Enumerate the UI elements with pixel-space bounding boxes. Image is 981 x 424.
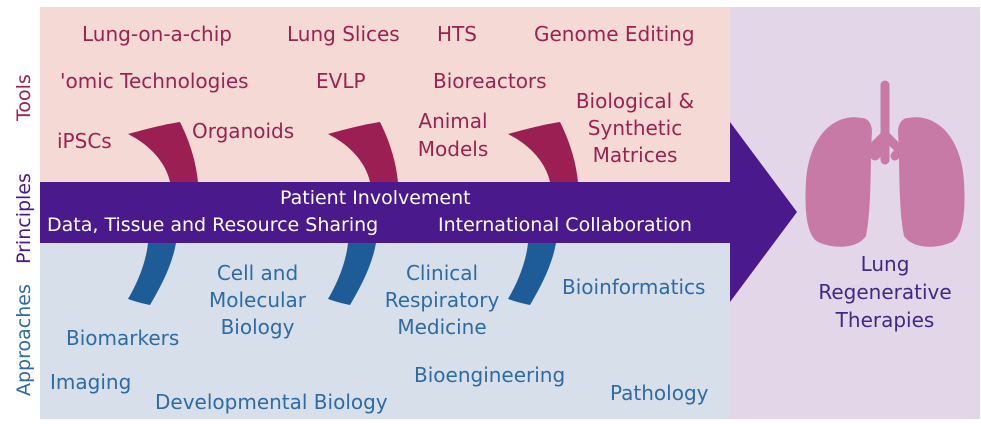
tool-omic-technologies: 'omic Technologies	[60, 69, 249, 93]
tool-ipscs: iPSCs	[57, 129, 112, 153]
tool-animal-models: Animal Models	[417, 109, 489, 161]
tool-bioreactors: Bioreactors	[433, 69, 547, 93]
principle-patient-involvement: Patient Involvement	[280, 187, 471, 209]
principles-arrow	[40, 122, 797, 302]
approach-cell-molecular-biology: Cell and Molecular Biology	[208, 261, 307, 339]
principle-data-sharing: Data, Tissue and Resource Sharing	[47, 214, 379, 236]
approach-imaging: Imaging	[50, 370, 132, 394]
tool-organoids: Organoids	[192, 119, 295, 143]
outcome-lung-regenerative-therapies: Lung Regenerative Therapies	[818, 252, 952, 332]
approach-developmental-biology: Developmental Biology	[155, 390, 388, 414]
tool-hts: HTS	[437, 22, 477, 46]
tool-lung-slices: Lung Slices	[287, 22, 400, 46]
approach-funnel-1	[128, 243, 176, 305]
side-label-tools: Tools	[13, 74, 35, 121]
approach-funnel-2	[328, 243, 376, 305]
tool-funnel-1	[128, 122, 198, 182]
tool-genome-editing: Genome Editing	[534, 22, 695, 46]
tool-lung-on-a-chip: Lung-on-a-chip	[82, 22, 232, 46]
side-label-principles: Principles	[13, 173, 35, 264]
approach-funnel-3	[508, 243, 556, 305]
principle-international-collaboration: International Collaboration	[438, 214, 692, 236]
tool-biological-synthetic-matrices: Biological & Synthetic Matrices	[575, 89, 695, 167]
approach-clinical-respiratory-medicine: Clinical Respiratory Medicine	[384, 261, 500, 339]
tool-funnel-3	[508, 122, 578, 182]
tool-funnel-2	[328, 122, 398, 182]
approach-biomarkers: Biomarkers	[66, 326, 180, 350]
approach-pathology: Pathology	[610, 381, 709, 405]
side-label-approaches: Approaches	[13, 284, 35, 396]
lung-icon	[805, 80, 965, 247]
tool-evlp: EVLP	[316, 69, 366, 93]
approach-bioengineering: Bioengineering	[414, 363, 566, 387]
approach-bioinformatics: Bioinformatics	[562, 275, 706, 299]
